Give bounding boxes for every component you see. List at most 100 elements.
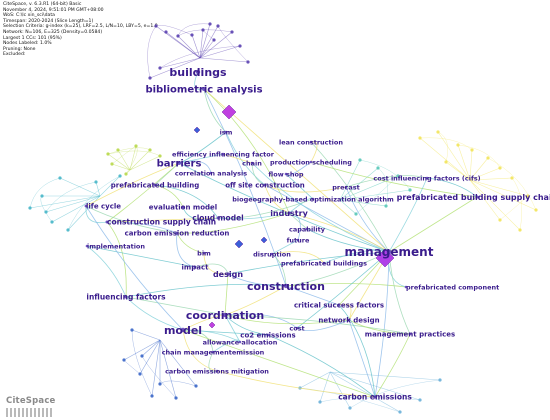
keyword-node-prefabricated-building-supply-chain[interactable] <box>475 195 479 199</box>
deco-node <box>94 180 98 184</box>
keyword-label-correlation-analysis[interactable]: correlation analysis <box>175 169 247 177</box>
keyword-node-bibliometric-analysis[interactable] <box>202 87 206 91</box>
keyword-label-network-design[interactable]: network design <box>318 316 379 324</box>
deco-edge <box>329 371 441 381</box>
keyword-label-cloud-model[interactable]: cloud model <box>192 214 243 223</box>
keyword-label-cost-influencing-factors[interactable]: cost influencing factors (cifs) <box>373 174 480 182</box>
keyword-label-influencing-factors[interactable]: influencing factors <box>86 293 166 302</box>
keyword-label-carbon-emissions[interactable]: carbon emissions <box>338 393 412 402</box>
keyword-node-prefabricated-buildings[interactable] <box>322 261 326 265</box>
keyword-label-design[interactable]: design <box>213 270 243 279</box>
keyword-label-efficiency-influencing-factor[interactable]: efficiency influencing factor <box>172 150 275 158</box>
keyword-node-prefabricated-building[interactable] <box>153 183 157 187</box>
keyword-node-flow-shop[interactable] <box>284 172 288 176</box>
deco-curve <box>349 379 441 409</box>
keyword-label-off-site-construction[interactable]: off site construction <box>225 181 305 189</box>
keyword-label-precast[interactable]: precast <box>332 183 359 191</box>
keyword-label-model[interactable]: model <box>164 324 202 337</box>
keyword-node-prefabricated-component[interactable] <box>404 285 408 289</box>
keyword-label-ism[interactable]: ism <box>220 128 233 136</box>
keyword-label-coordination[interactable]: coordination <box>186 309 264 322</box>
keyword-label-capability[interactable]: capability <box>289 225 326 233</box>
keyword-node-construction[interactable] <box>283 283 289 289</box>
keyword-label-flow-shop[interactable]: flow shop <box>268 170 304 178</box>
keyword-node-management[interactable] <box>386 249 392 255</box>
keyword-edge <box>271 239 299 255</box>
keyword-node-implementation[interactable] <box>85 244 89 248</box>
keyword-node-design[interactable] <box>226 272 230 276</box>
deco-curve <box>377 167 388 207</box>
keyword-node-bim[interactable] <box>202 251 206 255</box>
keyword-label-life-cycle[interactable]: life cycle <box>86 202 121 210</box>
deco-node <box>138 372 142 376</box>
keyword-node-cost[interactable] <box>295 326 299 330</box>
keyword-node-off-site-construction[interactable] <box>263 183 267 187</box>
keyword-node-disruption[interactable] <box>270 252 274 256</box>
keyword-node-carbon-emissions[interactable] <box>373 395 377 399</box>
keyword-node-buildings[interactable] <box>195 69 201 75</box>
keyword-node-co2-emissions[interactable] <box>266 333 270 337</box>
keyword-label-implementation[interactable]: implementation <box>87 242 145 250</box>
keyword-node-coordination[interactable] <box>222 312 228 318</box>
keyword-node-biogeography[interactable] <box>311 197 315 201</box>
keyword-label-prefabricated-building-supply-chain[interactable]: prefabricated building supply chain <box>397 193 550 202</box>
deco-node <box>444 160 448 164</box>
keyword-node-cost-influencing-factors[interactable] <box>425 176 429 180</box>
keyword-node-ism[interactable] <box>224 130 228 134</box>
keyword-label-future[interactable]: future <box>287 236 310 244</box>
keyword-label-construction[interactable]: construction <box>247 280 325 293</box>
keyword-node-chain-management-emission[interactable] <box>211 350 215 354</box>
keyword-node-model[interactable] <box>180 327 186 333</box>
keyword-label-prefabricated-buildings[interactable]: prefabricated buildings <box>281 259 367 267</box>
keyword-label-buildings[interactable]: buildings <box>169 66 227 79</box>
deco-node <box>176 34 180 38</box>
keyword-label-evaluation-model[interactable]: evaluation model <box>149 203 217 211</box>
keyword-label-bim[interactable]: bim <box>197 249 211 257</box>
keyword-node-precast[interactable] <box>344 185 348 189</box>
keyword-label-barriers[interactable]: barriers <box>157 159 202 170</box>
keyword-node-barriers[interactable] <box>177 161 181 165</box>
keyword-node-efficiency-influencing-factor[interactable] <box>221 152 225 156</box>
keyword-node-critical-success-factors[interactable] <box>337 303 341 307</box>
keyword-node-life-cycle[interactable] <box>84 204 88 208</box>
keyword-label-impact[interactable]: impact <box>182 263 210 271</box>
keyword-node-influencing-factors[interactable] <box>124 295 128 299</box>
keyword-label-chain-management-emission[interactable]: chain managementemission <box>162 348 265 356</box>
keyword-label-chain[interactable]: chain <box>242 159 262 167</box>
keyword-label-carbon-emissions-mitigation[interactable]: carbon emissions mitigation <box>165 367 269 375</box>
keyword-label-disruption[interactable]: disruption <box>253 250 291 258</box>
keyword-node-carbon-emission-reduction[interactable] <box>175 231 179 235</box>
keyword-node-chain[interactable] <box>250 161 254 165</box>
keyword-label-industry[interactable]: industry <box>270 209 308 218</box>
keyword-label-production-scheduling[interactable]: production scheduling <box>270 158 352 166</box>
keyword-node-capability[interactable] <box>305 227 309 231</box>
keyword-node-future[interactable] <box>296 238 300 242</box>
keyword-label-biogeography[interactable]: biogeography-based optimization algorith… <box>232 195 394 203</box>
keyword-node-production-scheduling[interactable] <box>309 160 313 164</box>
keyword-label-critical-success-factors[interactable]: critical success factors <box>294 301 384 309</box>
keyword-node-carbon-emissions-mitigation[interactable] <box>215 369 219 373</box>
keyword-node-cloud-model[interactable] <box>216 216 220 220</box>
keyword-node-management-practices[interactable] <box>408 332 412 336</box>
keyword-label-prefabricated-component[interactable]: prefabricated component <box>406 283 499 291</box>
keyword-label-bibliometric-analysis[interactable]: bibliometric analysis <box>145 85 262 96</box>
keyword-node-correlation-analysis[interactable] <box>209 171 213 175</box>
keyword-label-management[interactable]: management <box>345 245 434 259</box>
keyword-node-allowance-allocation[interactable] <box>238 340 242 344</box>
keyword-label-lean-construction[interactable]: lean construction <box>279 138 343 146</box>
keyword-label-carbon-emission-reduction[interactable]: carbon emission reduction <box>125 229 230 237</box>
keyword-node-lean-construction[interactable] <box>309 140 313 144</box>
deco-edge <box>469 167 501 181</box>
keyword-node-evaluation-model[interactable] <box>181 205 185 209</box>
keyword-label-management-practices[interactable]: management practices <box>365 330 455 338</box>
keyword-node-impact[interactable] <box>193 265 197 269</box>
keyword-label-allowance-allocation[interactable]: allowance allocation <box>203 338 278 346</box>
keyword-label-co2-emissions[interactable]: co2 emissions <box>240 331 295 339</box>
keyword-label-cost[interactable]: cost <box>289 324 304 332</box>
keyword-node-construction-supply-chain[interactable] <box>105 220 109 224</box>
keyword-node-network-design[interactable] <box>347 318 351 322</box>
keyword-label-prefabricated-building[interactable]: prefabricated building <box>111 181 199 189</box>
keyword-node-industry[interactable] <box>287 211 291 215</box>
keyword-label-construction-supply-chain[interactable]: construction supply chain <box>107 218 216 227</box>
